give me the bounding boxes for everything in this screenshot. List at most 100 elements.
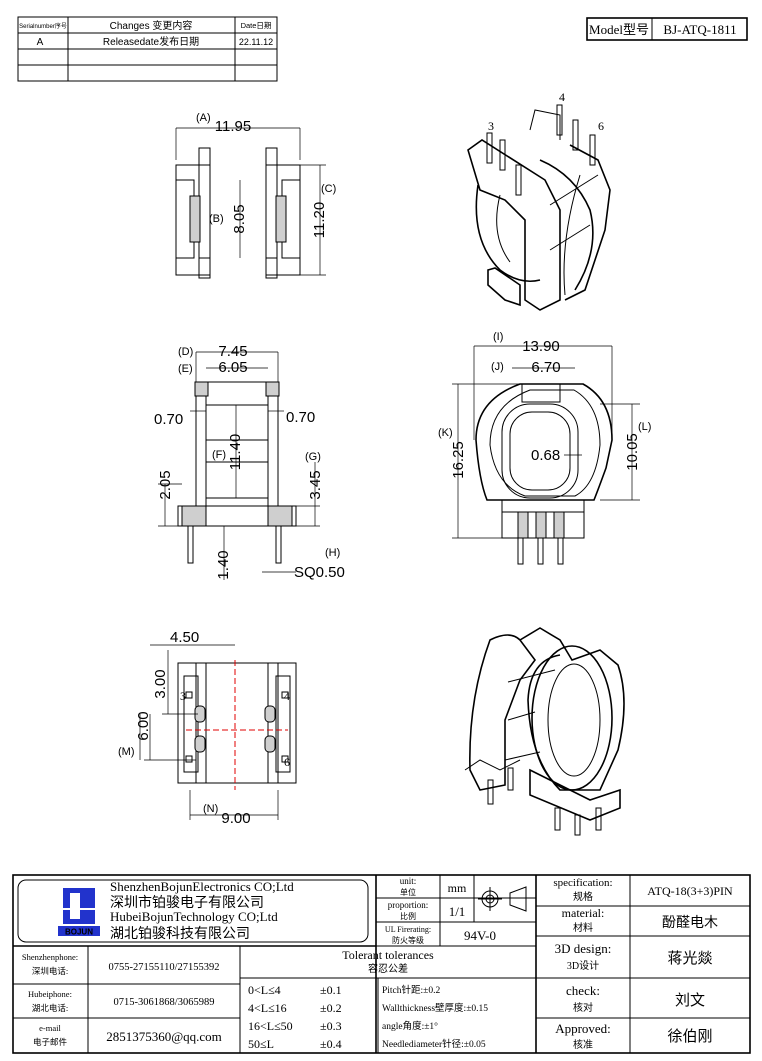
dim-b-value: 8.05 [231,204,248,233]
iso-pin-3-label: 3 [488,119,494,133]
approved-value: 徐伯刚 [667,1028,712,1045]
tol-range-1: 0<L≤4 [248,983,281,997]
tol-note-needle: Needlediameter针径:±0.05 [382,1038,486,1050]
dim-a-value: 11.95 [215,118,251,135]
dim-bottom-half-width: 4.50 [170,629,199,646]
tol-value-3: ±0.3 [320,1019,342,1033]
revision-table: Serialnumber序号 Changes 变更内容 Date日期 A Rel… [17,16,278,82]
side-view: (D) 7.45 (E) 6.05 0.70 0.70 (F) 11.40 2.… [154,343,345,581]
contact-hb-value: 0715-3061868/3065989 [114,997,215,1008]
design-label-cn: 3D设计 [567,959,599,972]
bojun-logo: BOJUN [17,879,369,943]
dim-m-tag: (M) [118,746,135,758]
dim-j-value: 6.70 [531,359,560,376]
company-name-hubei-en: HubeiBojunTechnology CO;Ltd [110,909,278,924]
material-label-cn: 材料 [573,921,593,934]
dim-bottom-pitch: 3.00 [152,669,169,698]
tolerance-title-cn: 容忍公差 [368,962,408,975]
model-box: Model型号 BJ-ATQ-1811 [586,17,748,41]
approved-label-en: Approved: [555,1021,611,1036]
dim-i-value: 13.90 [522,338,560,355]
spec-value: ATQ-18(3+3)PIN [647,884,733,898]
dim-e-value: 6.05 [218,359,247,376]
dim-b-tag: (B) [209,213,224,225]
dim-g-tag: (G) [305,451,321,463]
spec-label-cn: 规格 [573,890,593,903]
contact-hb-label-en: Hubeiphone: [28,989,72,999]
dim-wall-front: 0.68 [531,447,560,464]
tol-range-2: 4<L≤16 [248,1001,287,1015]
contact-sz-label-en: Shenzhenphone: [22,952,78,962]
rev-row-date: 22.11.12 [239,37,273,47]
dim-bottom-span: 6.00 [135,711,152,740]
bottom-view: 3 4 6 4.50 3.00 6.00 (M) (N) 9.00 [118,629,297,827]
dim-l-value: 10.05 [624,433,641,471]
ul-value: 94V-0 [464,928,496,943]
tol-note-angle: angle角度:±1° [382,1020,438,1032]
contact-email-label-en: e-mail [39,1023,61,1033]
iso-view-top: 3 4 6 [467,90,611,311]
top-view: (A) 11.95 (B) 8.05 (C) 11.20 [175,112,336,279]
rev-row-change: Releasedate发布日期 [103,35,199,48]
tolerance-title-en: Tolerant tolerances [342,948,434,962]
material-value: 酚醛电木 [662,915,718,931]
tol-value-4: ±0.4 [320,1037,342,1051]
contact-sz-label-cn: 深圳电话: [32,966,68,976]
dim-l-tag: (L) [638,421,651,433]
rev-header-serial: Serialnumber序号 [19,22,67,30]
contact-email-label-cn: 电子邮件 [33,1037,68,1047]
dim-c-value: 11.20 [311,202,328,238]
dim-d-value: 7.45 [218,343,247,360]
dim-h-tag: (H) [325,547,340,559]
proportion-value: 1/1 [449,904,466,919]
dim-pin-length: 1.40 [215,550,232,579]
dim-wall-left: 0.70 [154,411,183,428]
proportion-label-en: proportion: [388,900,429,910]
check-value: 刘文 [675,992,705,1009]
company-name-shenzhen-cn: 深圳市铂骏电子有限公司 [110,894,264,911]
tol-note-pitch: Pitch针距:±0.2 [382,984,441,996]
dim-n-tag: (N) [203,803,218,815]
proportion-label-cn: 比例 [400,911,416,921]
tol-value-2: ±0.2 [320,1001,342,1015]
bottom-pin-6-label: 6 [284,755,290,769]
dim-base-height: 2.05 [157,470,174,499]
bottom-pin-4-label: 4 [284,689,290,703]
contact-sz-value: 0755-27155110/27155392 [108,962,219,973]
dim-i-tag: (I) [493,331,503,343]
tol-note-wall: Wallthickness壁厚度:±0.15 [382,1002,488,1014]
dim-j-tag: (J) [491,361,504,373]
unit-label-en: unit: [400,876,417,886]
logo-text: BOJUN [65,928,93,937]
dim-d-tag: (D) [178,346,193,358]
company-name-shenzhen-en: ShenzhenBojunElectronics CO;Ltd [110,879,294,894]
unit-value: mm [448,881,467,895]
tol-value-1: ±0.1 [320,983,342,997]
rev-header-date: Date日期 [241,21,272,30]
spec-label-en: specification: [553,877,612,889]
tol-range-3: 16<L≤50 [248,1019,293,1033]
unit-label-cn: 单位 [400,887,416,897]
iso-view-bottom [464,627,625,836]
dim-h-value: SQ0.50 [294,564,345,581]
check-label-cn: 核对 [573,1001,593,1014]
model-value: BJ-ATQ-1811 [663,22,736,37]
dim-c-tag: (C) [321,183,336,195]
iso-pin-4-label: 4 [559,90,565,104]
dim-n-value: 9.00 [221,810,250,827]
tol-range-4: 50≤L [248,1037,274,1051]
dim-e-tag: (E) [178,363,193,375]
front-view: (I) 13.90 (J) 6.70 (K) 16.25 0.68 (L) 10… [438,331,651,565]
rev-header-changes: Changes 变更内容 [110,19,193,32]
design-label-en: 3D design: [555,941,612,956]
rev-row-serial: A [37,37,44,48]
approved-label-cn: 核准 [573,1038,593,1051]
material-label-en: material: [562,906,605,920]
dim-f-tag: (F) [212,449,226,461]
dim-k-tag: (K) [438,427,453,439]
dim-wall-right: 0.70 [286,409,315,426]
dim-k-value: 16.25 [450,441,467,479]
check-label-en: check: [566,983,600,998]
dim-a-tag: (A) [196,112,211,124]
dim-g-value: 3.45 [307,470,324,499]
